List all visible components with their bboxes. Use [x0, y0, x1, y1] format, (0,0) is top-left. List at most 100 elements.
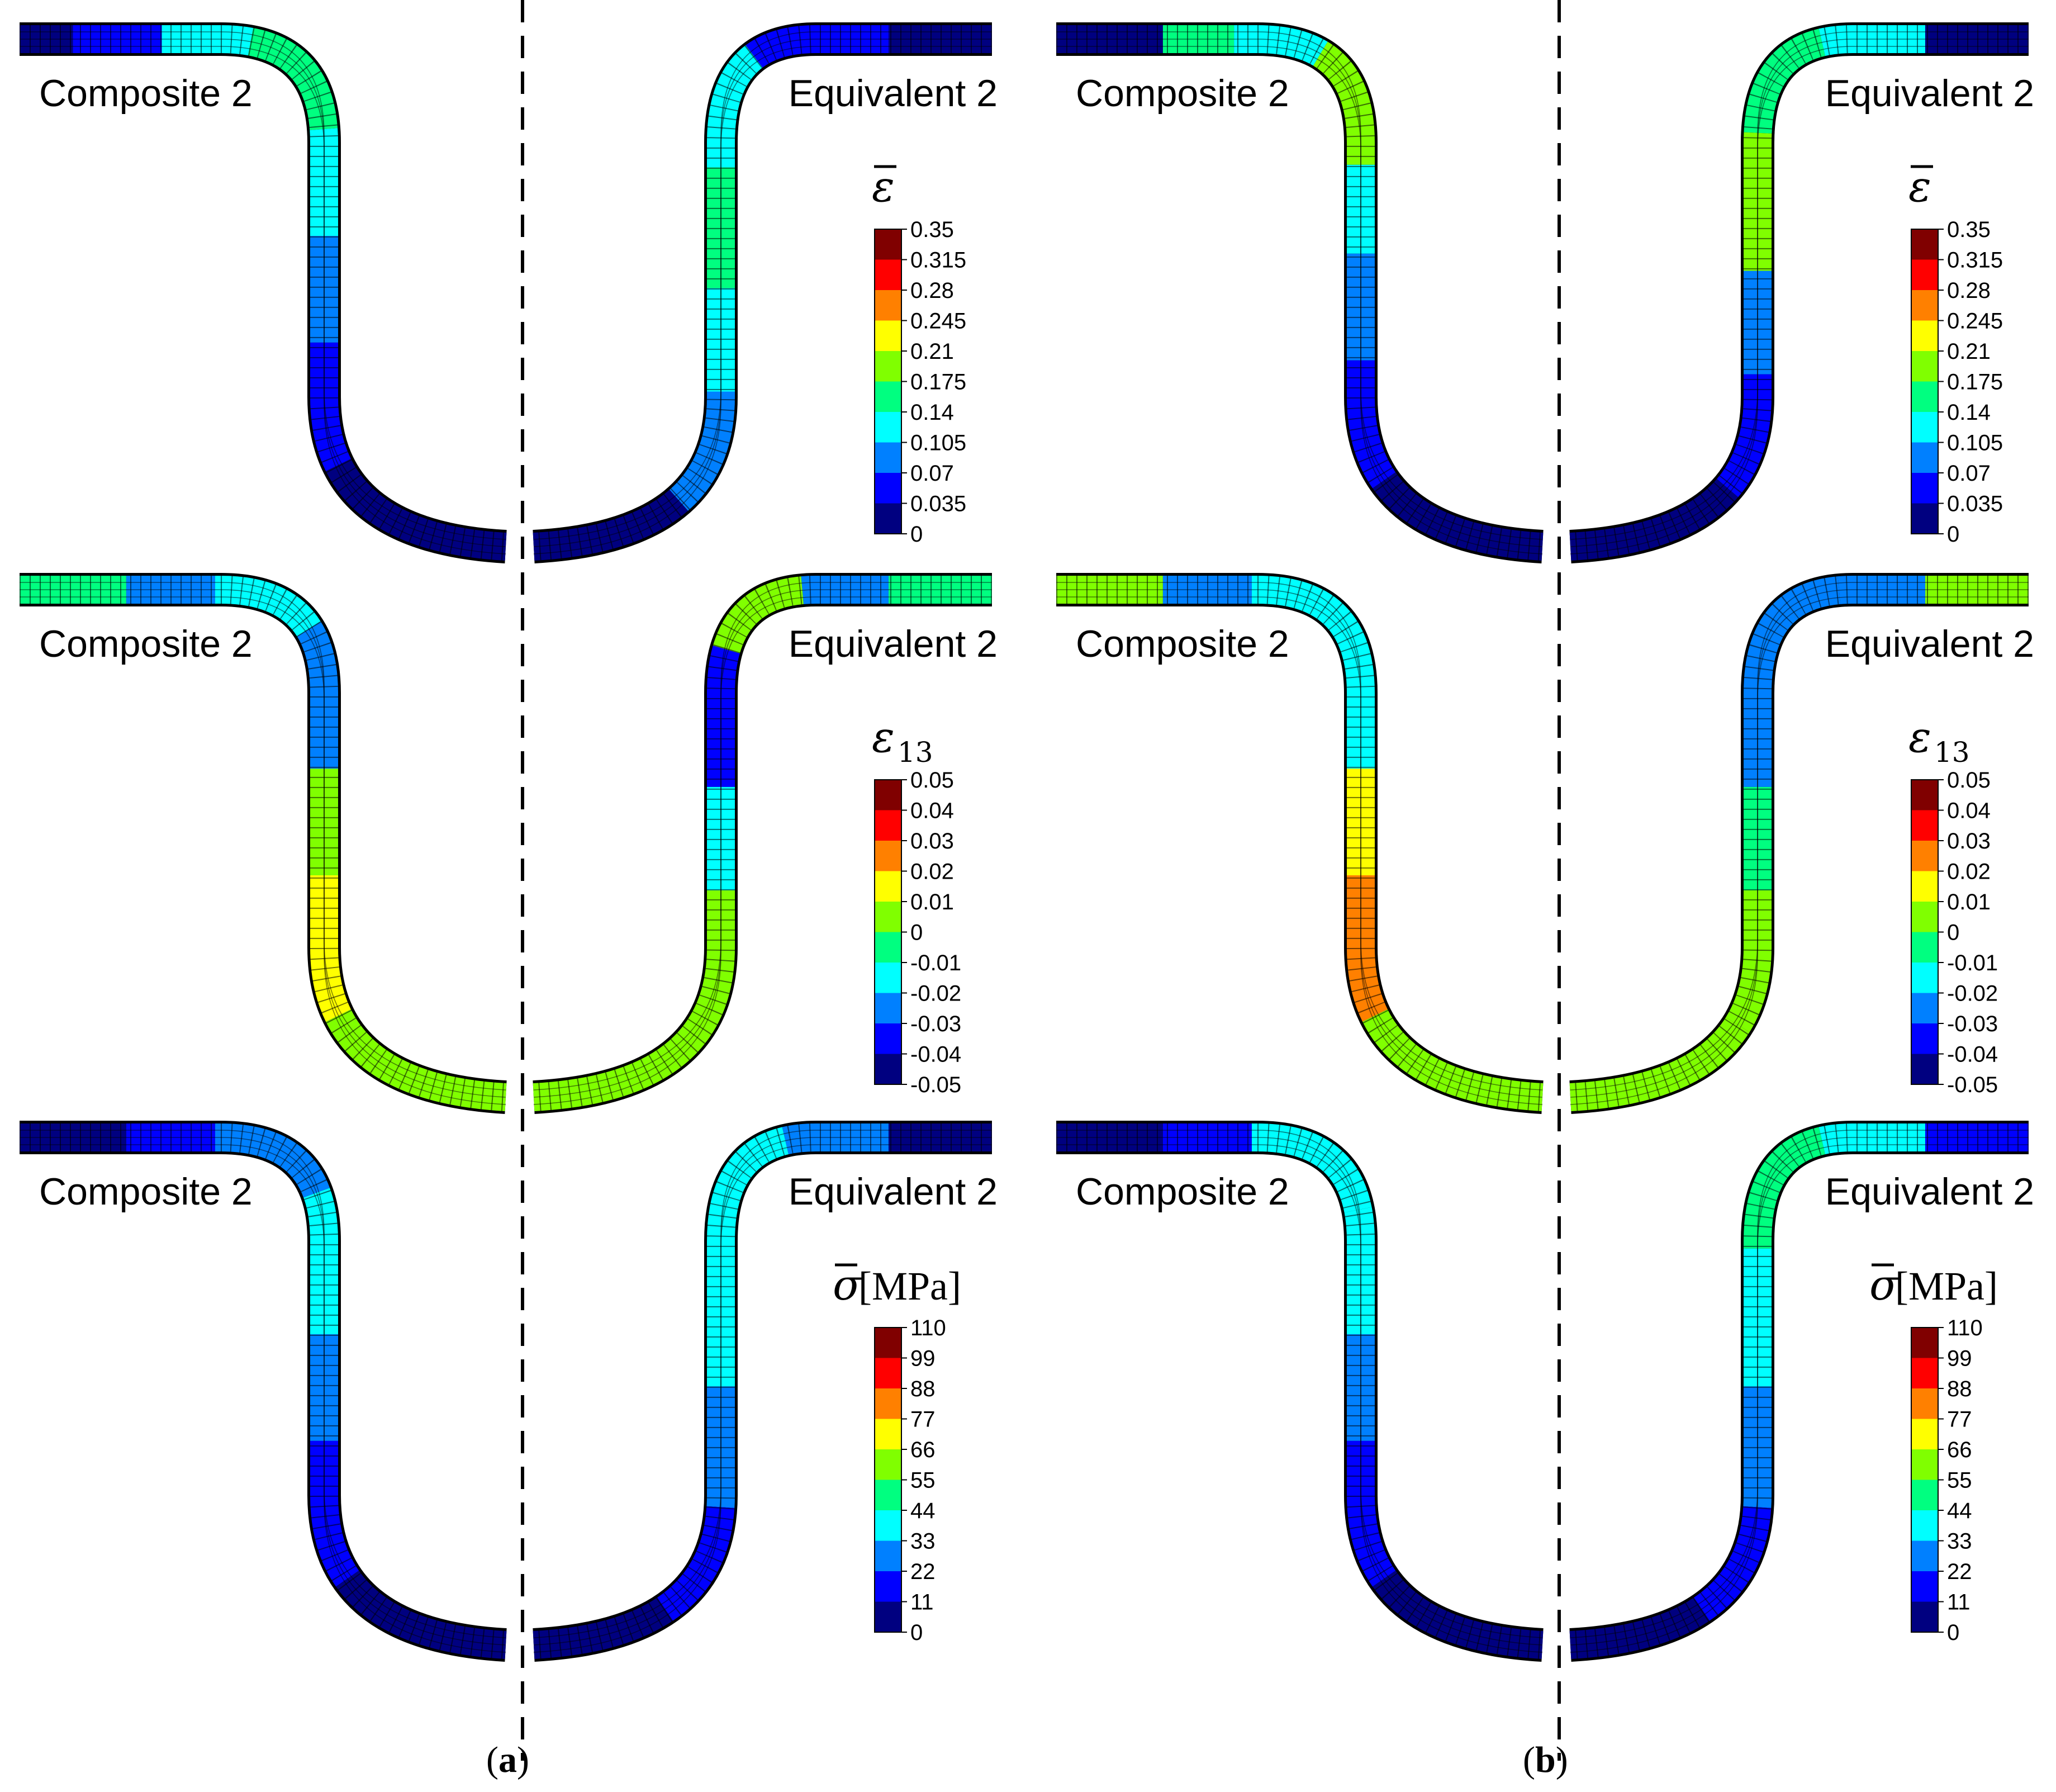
composite-label: Composite 2: [1076, 1170, 1289, 1213]
colorbar-tick-label: 99: [1947, 1347, 1972, 1371]
composite-part-mesh-line: [20, 46, 506, 554]
composite-part-contour-band: [20, 25, 507, 561]
composite-label: Composite 2: [39, 1170, 253, 1213]
colorbar-swatch: [1911, 1480, 1938, 1511]
panel-label-close: ): [517, 1739, 529, 1780]
composite-part-contour-band: [1056, 25, 1544, 561]
composite-part-mesh-line: [1056, 1144, 1543, 1653]
colorbar-legend: ε0.350.3150.280.2450.210.1750.140.1050.0…: [872, 162, 966, 547]
equivalent-label: Equivalent 2: [789, 1170, 998, 1213]
colorbar-swatch: [875, 1540, 901, 1572]
colorbar-swatch: [1911, 503, 1938, 534]
composite-label: Composite 2: [1076, 72, 1289, 115]
colorbar-tick-label: 0.05: [910, 768, 954, 793]
legend-symbol: ε: [872, 712, 895, 762]
colorbar-swatch: [1911, 871, 1938, 902]
composite-part-mesh-line: [20, 39, 506, 547]
colorbar-swatch: [1911, 902, 1938, 932]
colorbar-swatch: [1911, 841, 1938, 871]
colorbar-tick-label: 0.02: [910, 860, 954, 884]
colorbar-swatch: [875, 1449, 901, 1480]
composite-part-mesh-line: [1056, 39, 1543, 547]
composite-part-contour-band: [20, 25, 507, 561]
colorbar-swatch: [1911, 1540, 1938, 1572]
colorbar-swatch: [875, 1328, 901, 1358]
composite-label: Composite 2: [39, 72, 253, 115]
composite-part-mesh-cross: [20, 576, 507, 1111]
colorbar-tick-label: 0: [910, 1620, 923, 1645]
colorbar-swatch: [1911, 993, 1938, 1024]
composite-part-contour-band: [20, 1123, 507, 1659]
colorbar-tick-label: 11: [910, 1590, 934, 1615]
composite-part-contour-band: [20, 1123, 507, 1659]
colorbar-swatch: [1911, 1388, 1938, 1419]
part-pair: [20, 573, 992, 1114]
part-pair: [1056, 1121, 2029, 1662]
composite-part-contour-band: [1056, 1123, 1544, 1659]
composite-part-contour-band: [1056, 1123, 1544, 1659]
colorbar-tick-label: 0: [1947, 921, 1959, 945]
part-pair: [20, 1121, 992, 1662]
colorbar-tick-label: 33: [1947, 1529, 1972, 1554]
colorbar-swatch: [1911, 1054, 1938, 1085]
colorbar-tick-label: 0.01: [1947, 890, 1991, 914]
composite-part-mesh-cross: [1056, 25, 1544, 561]
colorbar-tick-label: -0.01: [1947, 951, 1998, 975]
colorbar-tick-label: 66: [1947, 1438, 1972, 1462]
colorbar-swatch: [875, 1510, 901, 1541]
colorbar-tick-label: 0.14: [1947, 400, 1991, 425]
colorbar-tick-label: 0.02: [1947, 860, 1991, 884]
legend-unit: [MPa]: [858, 1264, 961, 1309]
colorbar-tick-label: 0: [1947, 522, 1959, 547]
composite-part-contour-band: [20, 576, 507, 1111]
colorbar-tick-label: 0: [910, 921, 923, 945]
colorbar-tick-label: 0.04: [910, 799, 954, 823]
colorbar-tick-label: 99: [910, 1347, 936, 1371]
composite-label: Composite 2: [39, 623, 253, 665]
colorbar-tick-label: -0.05: [1947, 1073, 1998, 1097]
colorbar-tick-label: 77: [1947, 1407, 1972, 1432]
colorbar-swatch: [1911, 1358, 1938, 1389]
colorbar-legends-layer: ε0.350.3150.280.2450.210.1750.140.1050.0…: [833, 162, 2003, 1645]
colorbar-swatch: [1911, 381, 1938, 413]
colorbar-swatch: [875, 1571, 901, 1602]
composite-part-contour-band: [1056, 25, 1544, 561]
colorbar-swatch: [1911, 1023, 1938, 1054]
composite-part-contour-band: [1056, 25, 1544, 561]
composite-part-contour-band: [1056, 576, 1544, 1111]
colorbar-swatch: [875, 932, 901, 963]
composite-part-contour-band: [1056, 1123, 1544, 1659]
colorbar-tick-label: 0.245: [1947, 309, 2003, 334]
composite-part-outline: [20, 573, 507, 1114]
panel-labels-layer: (a)(b): [486, 1739, 1568, 1780]
panel-label-letter: b: [1535, 1739, 1556, 1780]
panel-dividers: [521, 0, 1561, 1761]
composite-part-mesh-cross: [20, 25, 507, 561]
equivalent-part-mesh-line: [533, 596, 992, 1105]
colorbar-tick-label: -0.05: [910, 1073, 961, 1097]
colorbar-tick-label: 0.315: [910, 248, 966, 273]
legend-subscript: 13: [898, 736, 933, 769]
composite-part-contour-band: [1056, 1123, 1544, 1659]
composite-part-outline: [1056, 1121, 1544, 1662]
composite-part-contour-band: [1056, 576, 1544, 1111]
colorbar-swatch: [875, 442, 901, 473]
colorbar-tick-label: -0.02: [1947, 982, 1998, 1006]
panel-label: (a): [486, 1739, 529, 1780]
legend-symbol: σ: [1869, 1260, 1900, 1310]
colorbar-swatch: [1911, 442, 1938, 473]
composite-part-mesh-line: [1056, 596, 1543, 1105]
colorbar-tick-label: 22: [910, 1559, 936, 1584]
composite-part-contour-band: [20, 576, 507, 1111]
colorbar-tick-label: 0.21: [1947, 339, 1991, 364]
colorbar-swatch: [1911, 1449, 1938, 1480]
composite-part-contour-band: [20, 1123, 507, 1659]
colorbar-swatch: [875, 963, 901, 993]
colorbar-swatch: [1911, 963, 1938, 993]
colorbar-tick-label: 0.175: [1947, 370, 2003, 395]
composite-part-mesh-line: [1056, 46, 1543, 554]
